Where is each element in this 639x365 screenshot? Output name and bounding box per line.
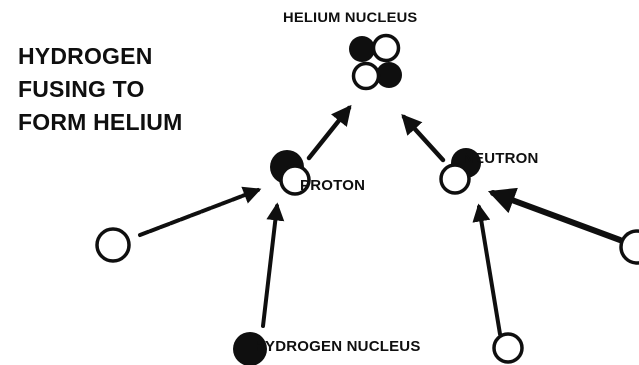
helium-proton-particle (376, 62, 402, 88)
arrow-bottom-to-neutron (472, 203, 502, 336)
proton-label: PROTON (300, 177, 366, 194)
proton-icon (270, 150, 311, 196)
hydrogen-nucleus-label: HYDROGEN NUCLEUS (254, 338, 421, 355)
bottom-left-filled-particle-icon (233, 332, 267, 365)
helium-proton-particle (349, 36, 375, 62)
helium-nucleus-icon (349, 33, 402, 91)
arrow-neutron-to-helium (401, 114, 446, 163)
neutron-label: NEUTRON (463, 150, 539, 167)
bottom-right-open-particle-icon (492, 332, 524, 364)
title-line-2: FUSING TO (18, 76, 145, 102)
left-open-particle-icon (95, 227, 131, 263)
arrow-bottom-to-proton (261, 202, 285, 328)
arrow-left-particle-to-proton (138, 186, 262, 237)
arrow-proton-to-helium (306, 104, 352, 161)
diagram-title: HYDROGEN FUSING TO FORM HELIUM (18, 40, 182, 139)
helium-neutron-particle (351, 61, 381, 91)
title-line-1: HYDROGEN (18, 43, 153, 69)
neutron-icon (439, 148, 481, 195)
arrow-right-particle-to-neutron (487, 187, 623, 243)
helium-neutron-particle (371, 33, 401, 63)
title-line-3: FORM HELIUM (18, 109, 183, 135)
right-open-particle-icon (619, 229, 639, 265)
helium-nucleus-label: HELIUM NUCLEUS (283, 9, 418, 25)
